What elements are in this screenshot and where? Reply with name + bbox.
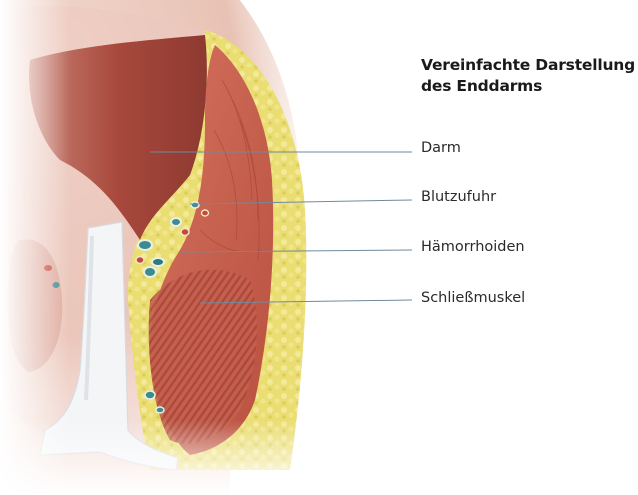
diagram-title-line-2: des Enddarms (421, 76, 636, 97)
label-darm: Darm (421, 139, 461, 157)
diagram-title-line-1: Vereinfachte Darstellung (421, 55, 636, 76)
diagram-title: Vereinfachte Darstellung des Enddarms (421, 55, 636, 97)
label-haemorrhoiden: Hämorrhoiden (421, 238, 525, 256)
label-blutzufuhr: Blutzufuhr (421, 188, 496, 206)
label-schliessmuskel: Schließmuskel (421, 289, 525, 307)
